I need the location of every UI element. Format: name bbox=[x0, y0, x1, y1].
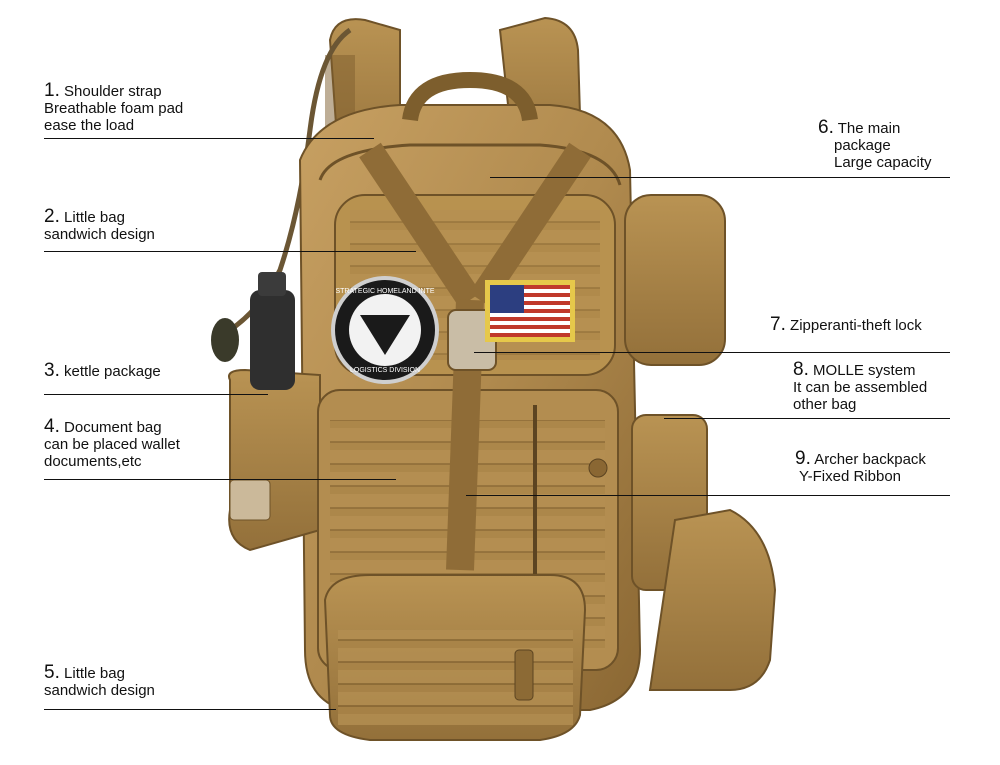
callout-5-line-1: sandwich design bbox=[44, 682, 155, 699]
callout-7: 7. Zipperanti-theft lock bbox=[770, 314, 922, 335]
callout-6-line-1: package bbox=[834, 137, 891, 154]
callout-2-line-1: sandwich design bbox=[44, 226, 155, 243]
leader-line-6 bbox=[490, 177, 950, 178]
callout-8-line-1: It can be assembled bbox=[793, 379, 928, 396]
leader-line-1 bbox=[44, 138, 374, 139]
callout-6-title: The main bbox=[837, 120, 901, 137]
callout-2: 2. Little bag sandwich design bbox=[44, 206, 155, 243]
kettle-pocket bbox=[228, 272, 321, 552]
callout-8: 8. MOLLE system It can be assembled othe… bbox=[793, 359, 928, 413]
callout-1: 1. Shoulder strap Breathable foam pad ea… bbox=[44, 80, 184, 134]
callout-4-number: 4. bbox=[44, 416, 60, 437]
callout-7-number: 7. bbox=[770, 314, 786, 335]
leader-line-8 bbox=[664, 418, 950, 419]
leader-line-3 bbox=[44, 394, 268, 395]
callout-1-title: Shoulder strap bbox=[64, 83, 162, 100]
callout-2-title: Little bag bbox=[64, 209, 125, 226]
callout-9-title: Archer backpack bbox=[814, 451, 926, 468]
callout-5: 5. Little bag sandwich design bbox=[44, 662, 155, 699]
usa-flag-patch bbox=[485, 280, 575, 342]
callout-4-title: Document bag bbox=[64, 419, 162, 436]
callout-4-line-2: documents,etc bbox=[44, 453, 142, 470]
callout-3: 3. kettle package bbox=[44, 360, 161, 381]
callout-3-number: 3. bbox=[44, 360, 60, 381]
patch-text-bottom: LOGISTICS DIVISION bbox=[350, 367, 420, 374]
tactical-backpack-image: STRATEGIC HOMELAND INTE LOGISTICS DIVISI… bbox=[211, 16, 777, 741]
leader-line-7 bbox=[474, 352, 950, 353]
patch-text-top: STRATEGIC HOMELAND INTE bbox=[335, 288, 434, 295]
callout-5-title: Little bag bbox=[64, 665, 125, 682]
callout-9: 9. Archer backpack Y-Fixed Ribbon bbox=[795, 448, 926, 485]
y-fixed-ribbon bbox=[359, 142, 591, 571]
callout-2-number: 2. bbox=[44, 206, 60, 227]
leader-line-9 bbox=[466, 495, 950, 496]
callout-8-number: 8. bbox=[793, 359, 809, 380]
callout-4-line-1: can be placed wallet bbox=[44, 436, 180, 453]
callout-1-line-2: ease the load bbox=[44, 117, 135, 134]
callout-6-line-2: Large capacity bbox=[834, 154, 932, 171]
side-pouches bbox=[624, 194, 777, 691]
bottom-pouch bbox=[323, 574, 587, 741]
callout-6-number: 6. bbox=[818, 117, 834, 138]
callout-1-line-1: Breathable foam pad bbox=[44, 100, 184, 117]
bite-valve bbox=[211, 318, 239, 362]
callout-9-number: 9. bbox=[795, 448, 811, 469]
callout-8-line-2: other bag bbox=[793, 396, 857, 413]
callout-6: 6. The main package Large capacity bbox=[818, 117, 932, 171]
callout-8-title: MOLLE system bbox=[813, 362, 916, 379]
leader-line-2 bbox=[44, 251, 416, 252]
callout-5-number: 5. bbox=[44, 662, 60, 683]
callout-3-title: kettle package bbox=[64, 363, 161, 380]
callout-9-line-1: Y-Fixed Ribbon bbox=[799, 468, 902, 485]
callout-4: 4. Document bag can be placed wallet doc… bbox=[44, 416, 180, 470]
shield-patch: STRATEGIC HOMELAND INTE LOGISTICS DIVISI… bbox=[331, 276, 439, 384]
callout-1-number: 1. bbox=[44, 80, 60, 101]
callout-7-title: Zipperanti-theft lock bbox=[790, 317, 922, 334]
leader-line-5 bbox=[44, 709, 336, 710]
leader-line-4 bbox=[44, 479, 396, 480]
